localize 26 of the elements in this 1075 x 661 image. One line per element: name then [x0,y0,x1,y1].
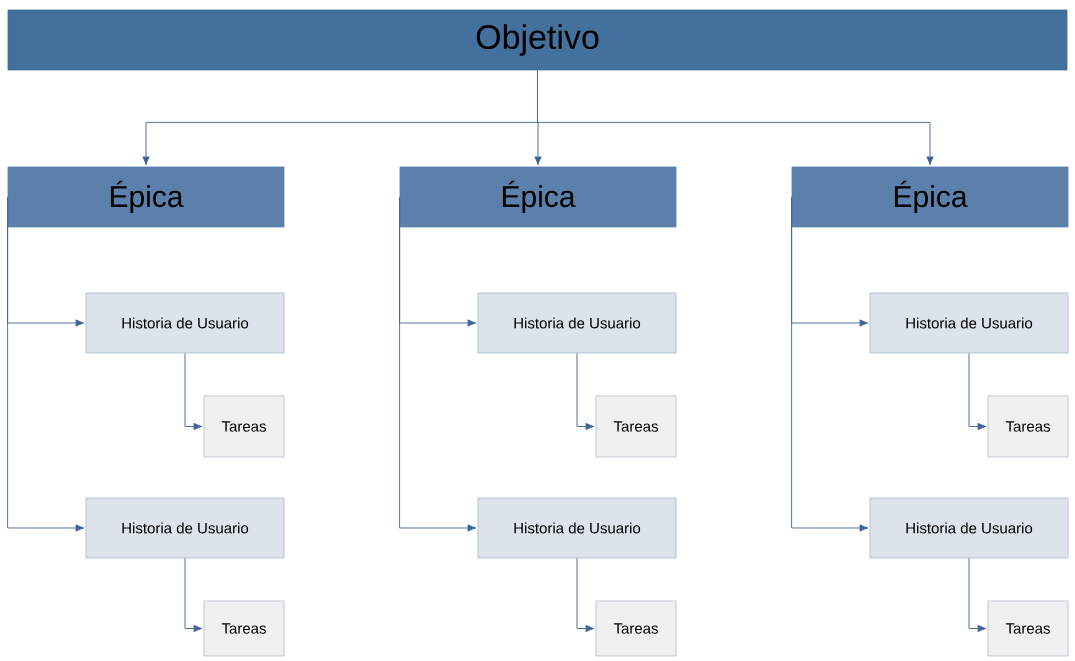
story-box: Historia de Usuario [85,292,285,354]
arrow [184,352,203,431]
epic-header: Épica [7,166,285,228]
arrow [968,352,987,431]
story-box: Historia de Usuario [869,292,1069,354]
arrow [576,557,595,633]
task-box: Tareas [203,395,285,458]
arrow [968,557,987,633]
task-box: Tareas [595,600,677,657]
story-box: Historia de Usuario [869,497,1069,559]
story-box: Historia de Usuario [85,497,285,559]
arrow [184,557,203,633]
story-box: Historia de Usuario [477,497,677,559]
objective-banner: Objetivo [7,9,1068,71]
epic-header: Épica [399,166,677,228]
task-box: Tareas [987,395,1069,458]
story-box: Historia de Usuario [477,292,677,354]
arrow [7,196,85,532]
arrow [791,196,869,532]
arrow [399,196,477,532]
arrow [537,69,934,166]
epic-header: Épica [791,166,1069,228]
task-box: Tareas [595,395,677,458]
task-box: Tareas [987,600,1069,657]
arrow [576,352,595,431]
task-box: Tareas [203,600,285,657]
